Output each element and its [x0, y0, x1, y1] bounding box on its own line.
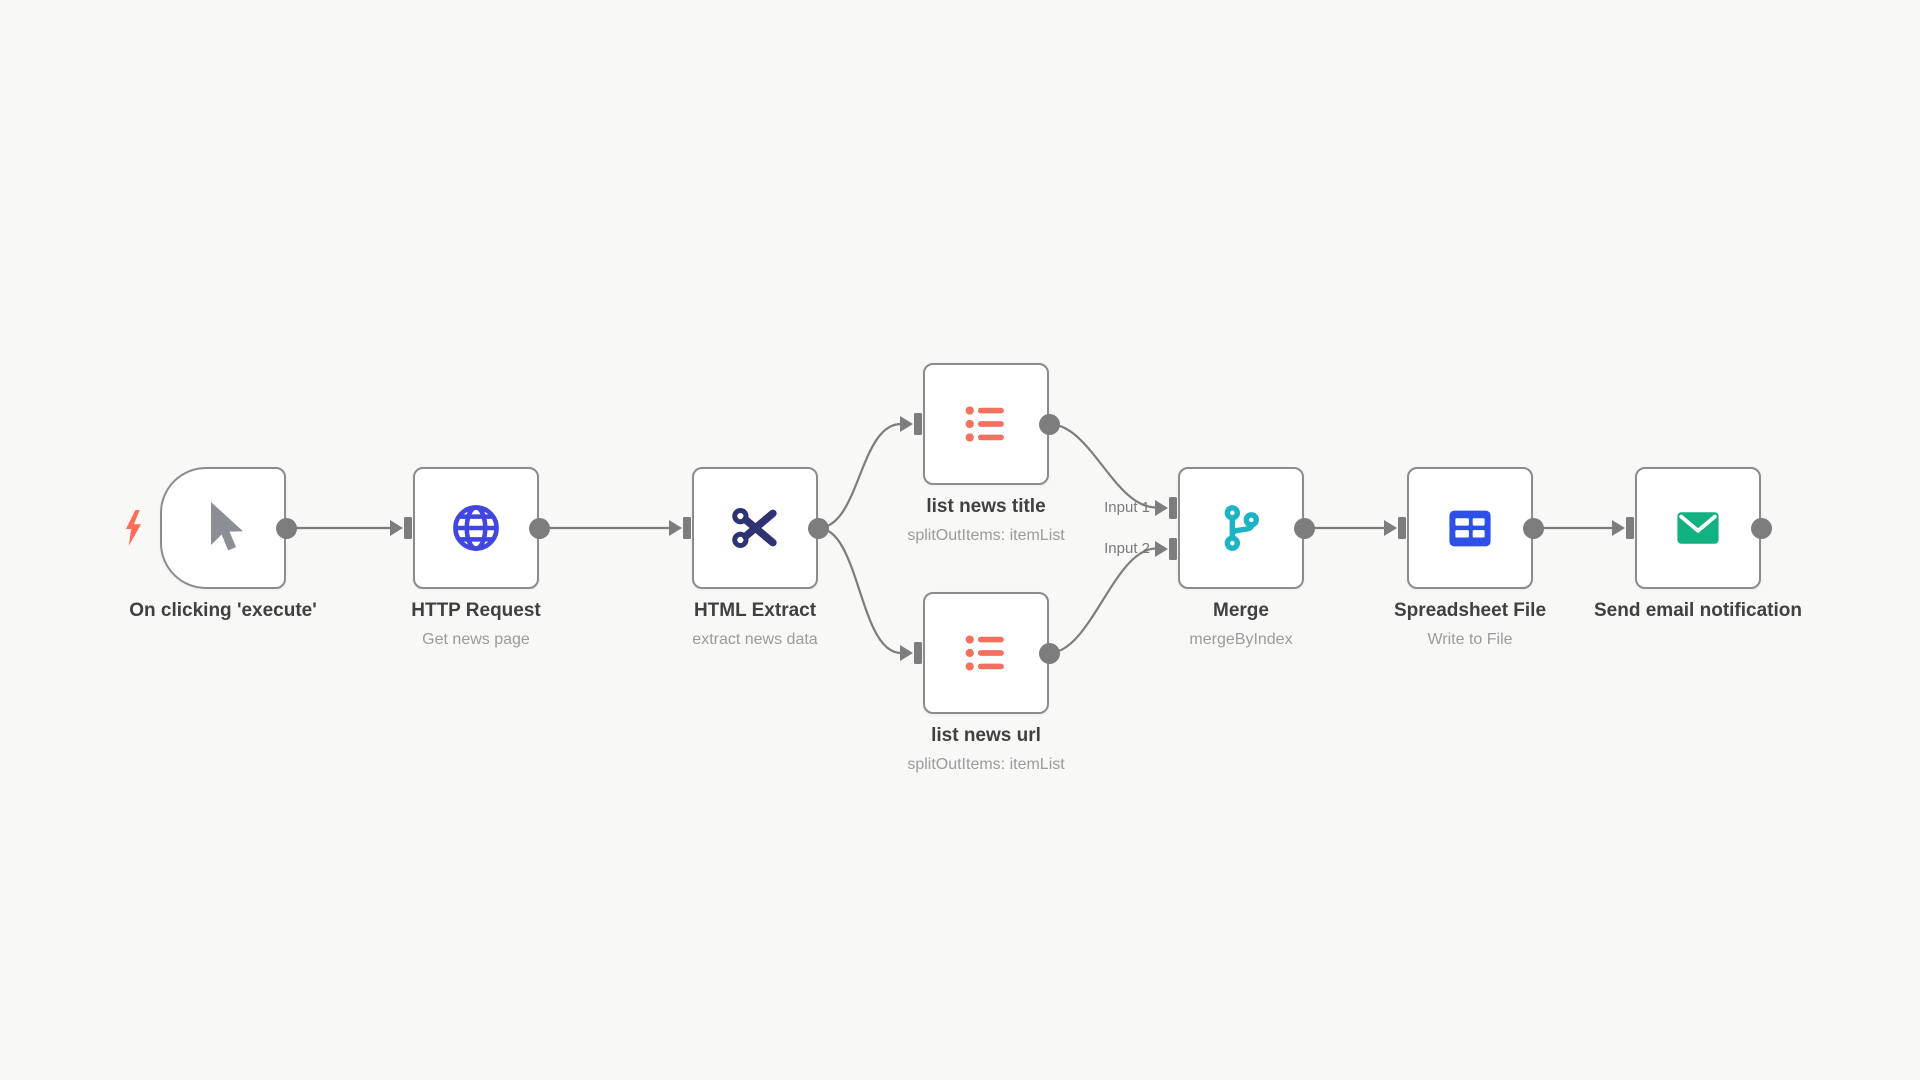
- globe-icon: [450, 502, 502, 554]
- node-subtitle: Write to File: [1427, 630, 1513, 648]
- output-port[interactable]: [275, 517, 297, 539]
- connection-html-extract-to-list-news-url[interactable]: [817, 526, 902, 655]
- node-title: Send email notification: [1594, 600, 1802, 621]
- node-title: list news title: [926, 496, 1046, 517]
- input-port[interactable]: [914, 642, 922, 664]
- input-arrow-icon: [1155, 540, 1168, 557]
- input-arrow-icon: [900, 416, 913, 432]
- input-port[interactable]: [1169, 496, 1177, 519]
- cursor-icon: [203, 500, 243, 556]
- node-label: list news title splitOutItems: itemList: [907, 496, 1064, 545]
- node-list-news-url: list news url splitOutItems: itemList: [900, 592, 1065, 773]
- input-arrow-icon: [1612, 520, 1625, 536]
- input-port[interactable]: [914, 413, 922, 435]
- envelope-icon: [1672, 502, 1724, 554]
- output-port[interactable]: [1750, 517, 1772, 539]
- input-label-2: Input 2: [1104, 539, 1150, 557]
- http-request-node-box[interactable]: [413, 467, 539, 589]
- input-label-1: Input 1: [1104, 498, 1150, 516]
- node-send-email: Send email notification: [1594, 467, 1802, 621]
- output-port[interactable]: [1038, 413, 1060, 435]
- node-title: Merge: [1213, 600, 1269, 621]
- node-list-news-title: list news title splitOutItems: itemList: [900, 363, 1065, 544]
- input-port[interactable]: [683, 517, 691, 539]
- input-arrow-icon: [1155, 499, 1168, 516]
- input-arrow-icon: [390, 520, 403, 536]
- node-title: Spreadsheet File: [1393, 600, 1547, 621]
- input-port[interactable]: [1169, 537, 1177, 560]
- list-icon: [960, 627, 1012, 679]
- node-label: list news url splitOutItems: itemList: [907, 725, 1064, 774]
- html-extract-node-box[interactable]: [692, 467, 818, 589]
- node-title: On clicking 'execute': [129, 600, 317, 621]
- output-port[interactable]: [1293, 517, 1315, 539]
- table-icon: [1444, 502, 1496, 554]
- list-news-title-node-box[interactable]: [923, 363, 1049, 485]
- node-title: list news url: [931, 725, 1041, 746]
- node-subtitle: splitOutItems: itemList: [907, 755, 1065, 773]
- connection-html-extract-to-list-news-title[interactable]: [817, 422, 902, 530]
- output-port[interactable]: [528, 517, 550, 539]
- node-label: Merge mergeByIndex: [1189, 600, 1292, 649]
- list-news-url-node-box[interactable]: [923, 592, 1049, 714]
- input-arrow-icon: [1384, 520, 1397, 536]
- node-subtitle: Get news page: [422, 630, 530, 648]
- input-port[interactable]: [404, 517, 412, 539]
- send-email-node-box[interactable]: [1635, 467, 1761, 589]
- input-port[interactable]: [1398, 517, 1406, 539]
- input-arrow-icon: [900, 645, 913, 661]
- input-arrow-icon: [669, 520, 682, 536]
- node-label: HTML Extract extract news data: [692, 600, 817, 649]
- trigger-node-box[interactable]: [160, 467, 286, 589]
- node-label: Send email notification: [1594, 600, 1802, 623]
- node-subtitle: mergeByIndex: [1189, 630, 1293, 648]
- connection-list-news-url-to-merge[interactable]: [1048, 547, 1157, 655]
- scissors-icon: [729, 502, 781, 554]
- lightning-bolt-icon: [125, 509, 142, 547]
- node-merge: Input 1 Input 2 Merge mergeByIndex: [1104, 467, 1315, 648]
- node-title: HTTP Request: [411, 600, 541, 621]
- node-title: HTML Extract: [693, 600, 817, 621]
- list-icon: [960, 398, 1012, 450]
- node-trigger: On clicking 'execute': [125, 467, 317, 621]
- connection-list-news-title-to-merge[interactable]: [1048, 422, 1157, 509]
- node-subtitle: splitOutItems: itemList: [907, 526, 1065, 544]
- merge-icon: [1215, 502, 1267, 554]
- spreadsheet-file-node-box[interactable]: [1407, 467, 1533, 589]
- node-label: On clicking 'execute': [129, 600, 317, 623]
- node-subtitle: extract news data: [692, 630, 818, 648]
- node-html-extract: HTML Extract extract news data: [669, 467, 829, 648]
- output-port[interactable]: [1038, 642, 1060, 664]
- output-port[interactable]: [807, 517, 829, 539]
- input-port[interactable]: [1626, 517, 1634, 539]
- output-port[interactable]: [1522, 517, 1544, 539]
- merge-node-box[interactable]: [1178, 467, 1304, 589]
